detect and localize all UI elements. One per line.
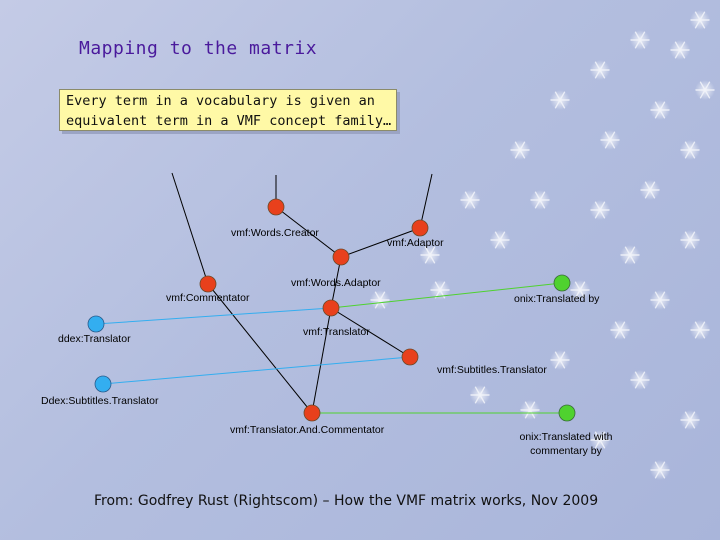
edge-words-adaptor-translator <box>330 256 342 309</box>
label-adaptor: vmf:Adaptor <box>387 237 444 249</box>
label-words-creator: vmf:Words.Creator <box>231 227 319 239</box>
label-onix-translated-with-line-2: commentary by <box>530 445 603 457</box>
callout-line-2: equivalent term in a VMF concept family… <box>66 113 392 129</box>
edge-translator-onix <box>330 282 563 309</box>
node-onix-translated-with-commentary-by <box>558 404 576 422</box>
label-words-adaptor: vmf:Words.Adaptor <box>291 277 381 289</box>
edge-adaptor-words-adaptor <box>340 227 421 258</box>
label-translator: vmf:Translator <box>303 326 370 338</box>
node-words-creator <box>267 198 285 216</box>
label-subtitles-translator: vmf:Subtitles.Translator <box>437 364 547 376</box>
node-subtitles-translator <box>401 348 419 366</box>
label-ddex-subtitles-translator: Ddex:Subtitles.Translator <box>41 395 159 407</box>
edge-stub-adaptor <box>419 173 433 229</box>
callout-line-1: Every term in a vocabulary is given an <box>66 93 375 109</box>
node-onix-translated-by <box>553 274 571 292</box>
edge-translator-translator-and-commentator <box>311 307 332 414</box>
label-commentator: vmf:Commentator <box>166 292 250 304</box>
label-onix-translated-with-line-1: onix:Translated with <box>520 431 613 443</box>
edge-stub-left <box>171 172 209 285</box>
edge-creator-words-adaptor <box>275 206 342 258</box>
label-translator-and-commentator: vmf:Translator.And.Commentator <box>230 424 385 436</box>
callout-box: Every term in a vocabulary is given an e… <box>59 89 397 131</box>
node-ddex-translator <box>87 315 105 333</box>
node-ddex-subtitles-translator <box>94 375 112 393</box>
source-citation: From: Godfrey Rust (Rightscom) – How the… <box>94 493 599 509</box>
slide-title: Mapping to the matrix <box>79 38 318 59</box>
label-ddex-translator: ddex:Translator <box>58 333 131 345</box>
edge-ddex-subtitles-translator <box>102 356 411 385</box>
edge-commentator-translator-and-commentator <box>207 283 313 414</box>
node-commentator <box>199 275 217 293</box>
label-onix-translated-by: onix:Translated by <box>514 293 600 305</box>
node-adaptor <box>411 219 429 237</box>
node-translator <box>322 299 340 317</box>
edge-ddex-translator <box>95 307 332 325</box>
node-translator-and-commentator <box>303 404 321 422</box>
node-words-adaptor <box>332 248 350 266</box>
edge-translator-subtitles-translator <box>330 307 411 358</box>
